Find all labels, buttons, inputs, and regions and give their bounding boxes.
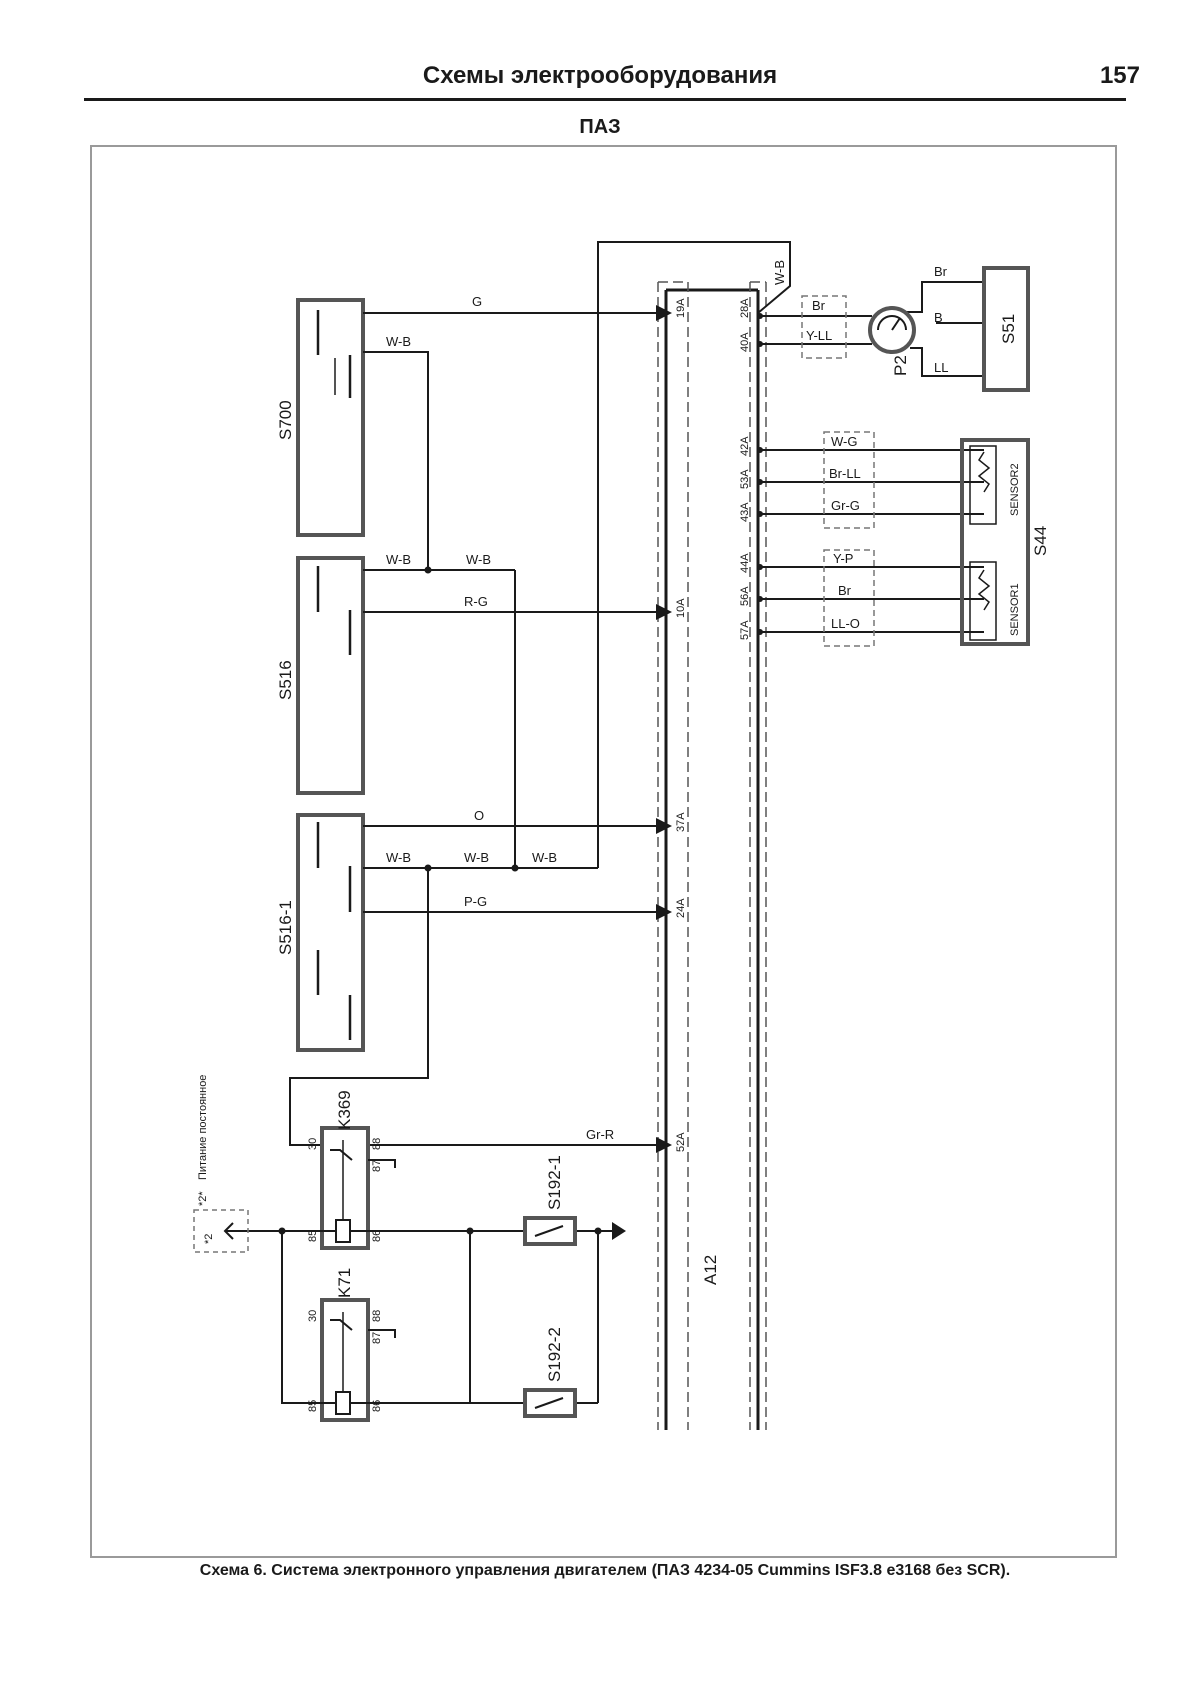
wire-label-br-1: Br bbox=[812, 298, 826, 313]
wire-label-o: O bbox=[474, 808, 484, 823]
k369-t88: 88 bbox=[371, 1138, 383, 1150]
wire-label-wb-top: W-B bbox=[772, 260, 787, 285]
s516-label: S516 bbox=[276, 660, 295, 700]
power-terminal-label: *2 bbox=[203, 1234, 215, 1244]
k71-t87: 87 bbox=[371, 1332, 383, 1344]
wire-label-ll: LL bbox=[934, 360, 948, 375]
wire-label-br-2: Br bbox=[934, 264, 948, 279]
left-wires bbox=[289, 241, 791, 1146]
wire-label-pg: P-G bbox=[464, 894, 487, 909]
wire-label-wb-1: W-B bbox=[386, 334, 411, 349]
wire-label-grg: Gr-G bbox=[831, 498, 860, 513]
pin-40a: 40A bbox=[739, 332, 751, 352]
s192-2-switch bbox=[523, 1388, 577, 1418]
power-arrow-icon bbox=[223, 1222, 234, 1240]
wire-label-llo: LL-O bbox=[831, 616, 860, 631]
wire-label-wb-6: W-B bbox=[532, 850, 557, 865]
power-note-mark: *2* bbox=[197, 1191, 209, 1206]
p2-sensor bbox=[868, 306, 916, 354]
wire-label-brll: Br-LL bbox=[829, 466, 861, 481]
ground-icon bbox=[612, 1222, 626, 1240]
a12-label: A12 bbox=[701, 1255, 720, 1285]
right-wires bbox=[757, 258, 984, 633]
pin-arrows-right bbox=[757, 313, 763, 635]
wire-label-rg: R-G bbox=[464, 594, 488, 609]
pin-37a: 37A bbox=[675, 812, 687, 832]
k369-t85: 85 bbox=[307, 1230, 319, 1242]
a12-bus bbox=[657, 281, 767, 1430]
pin-24a: 24A bbox=[675, 898, 687, 918]
power-terminal-box bbox=[193, 1209, 249, 1253]
wire-label-wb-4: W-B bbox=[386, 850, 411, 865]
s516-switch bbox=[296, 556, 365, 795]
pin-28a: 28A bbox=[739, 298, 751, 318]
pin-43a: 43A bbox=[739, 502, 751, 522]
wire-label-grr: Gr-R bbox=[586, 1127, 614, 1142]
sensor1-label: SENSOR1 bbox=[1009, 583, 1021, 636]
k369-t30: 30 bbox=[307, 1138, 319, 1150]
k71-t30: 30 bbox=[307, 1310, 319, 1322]
s192-1-switch bbox=[523, 1216, 577, 1246]
figure-caption: Схема 6. Система электронного управления… bbox=[199, 1562, 1011, 1579]
k71-relay bbox=[320, 1298, 396, 1422]
k71-label: K71 bbox=[335, 1268, 354, 1298]
wire-label-wb-2: W-B bbox=[386, 552, 411, 567]
pin-44a: 44A bbox=[739, 553, 751, 573]
wire-label-wb-5: W-B bbox=[464, 850, 489, 865]
k71-t86: 86 bbox=[371, 1400, 383, 1412]
lower-wires bbox=[225, 1230, 612, 1404]
s51-label: S51 bbox=[999, 314, 1018, 344]
s700-switch bbox=[296, 298, 365, 537]
s44-block bbox=[960, 438, 1030, 646]
wire-label-wb-3: W-B bbox=[466, 552, 491, 567]
s516-1-switch bbox=[296, 813, 365, 1052]
s44-label: S44 bbox=[1031, 526, 1050, 556]
s700-label: S700 bbox=[276, 400, 295, 440]
k71-t85: 85 bbox=[307, 1400, 319, 1412]
wire-label-yp: Y-P bbox=[833, 551, 853, 566]
k71-t88: 88 bbox=[371, 1310, 383, 1322]
p2-label: P2 bbox=[891, 355, 910, 376]
s192-1-label: S192-1 bbox=[545, 1155, 564, 1210]
pin-57a: 57A bbox=[739, 620, 751, 640]
s51-box bbox=[982, 266, 1030, 392]
k369-label: K369 bbox=[335, 1090, 354, 1130]
pin-53a: 53A bbox=[739, 469, 751, 489]
pin-10a: 10A bbox=[675, 598, 687, 618]
pin-arrows-left bbox=[655, 305, 672, 1153]
page-number: 157 bbox=[1099, 62, 1140, 89]
s192-2-label: S192-2 bbox=[545, 1327, 564, 1382]
diagram-frame bbox=[90, 145, 1117, 1558]
wire-label-wg: W-G bbox=[831, 434, 857, 449]
wire-label-yll: Y-LL bbox=[806, 328, 832, 343]
dashed-harness-boxes bbox=[801, 295, 875, 647]
s516-1-label: S516-1 bbox=[276, 900, 295, 955]
diagram-brand: ПАЗ bbox=[579, 116, 621, 138]
header-rule bbox=[84, 98, 1126, 101]
pin-56a: 56A bbox=[739, 586, 751, 606]
wire-label-b: B bbox=[934, 310, 943, 325]
lower-junctions bbox=[278, 1227, 602, 1235]
pin-19a: 19A bbox=[675, 298, 687, 318]
pin-42a: 42A bbox=[739, 436, 751, 456]
wire-label-g: G bbox=[472, 294, 482, 309]
wire-label-br-3: Br bbox=[838, 583, 852, 598]
page-header-title: Схемы электрооборудования bbox=[422, 62, 778, 89]
k369-t86: 86 bbox=[371, 1230, 383, 1242]
power-note-label: Питание постоянное bbox=[197, 1075, 209, 1180]
sensor2-label: SENSOR2 bbox=[1009, 463, 1021, 516]
k369-t87: 87 bbox=[371, 1160, 383, 1172]
pin-52a: 52A bbox=[675, 1132, 687, 1152]
junction-dots bbox=[424, 566, 519, 872]
